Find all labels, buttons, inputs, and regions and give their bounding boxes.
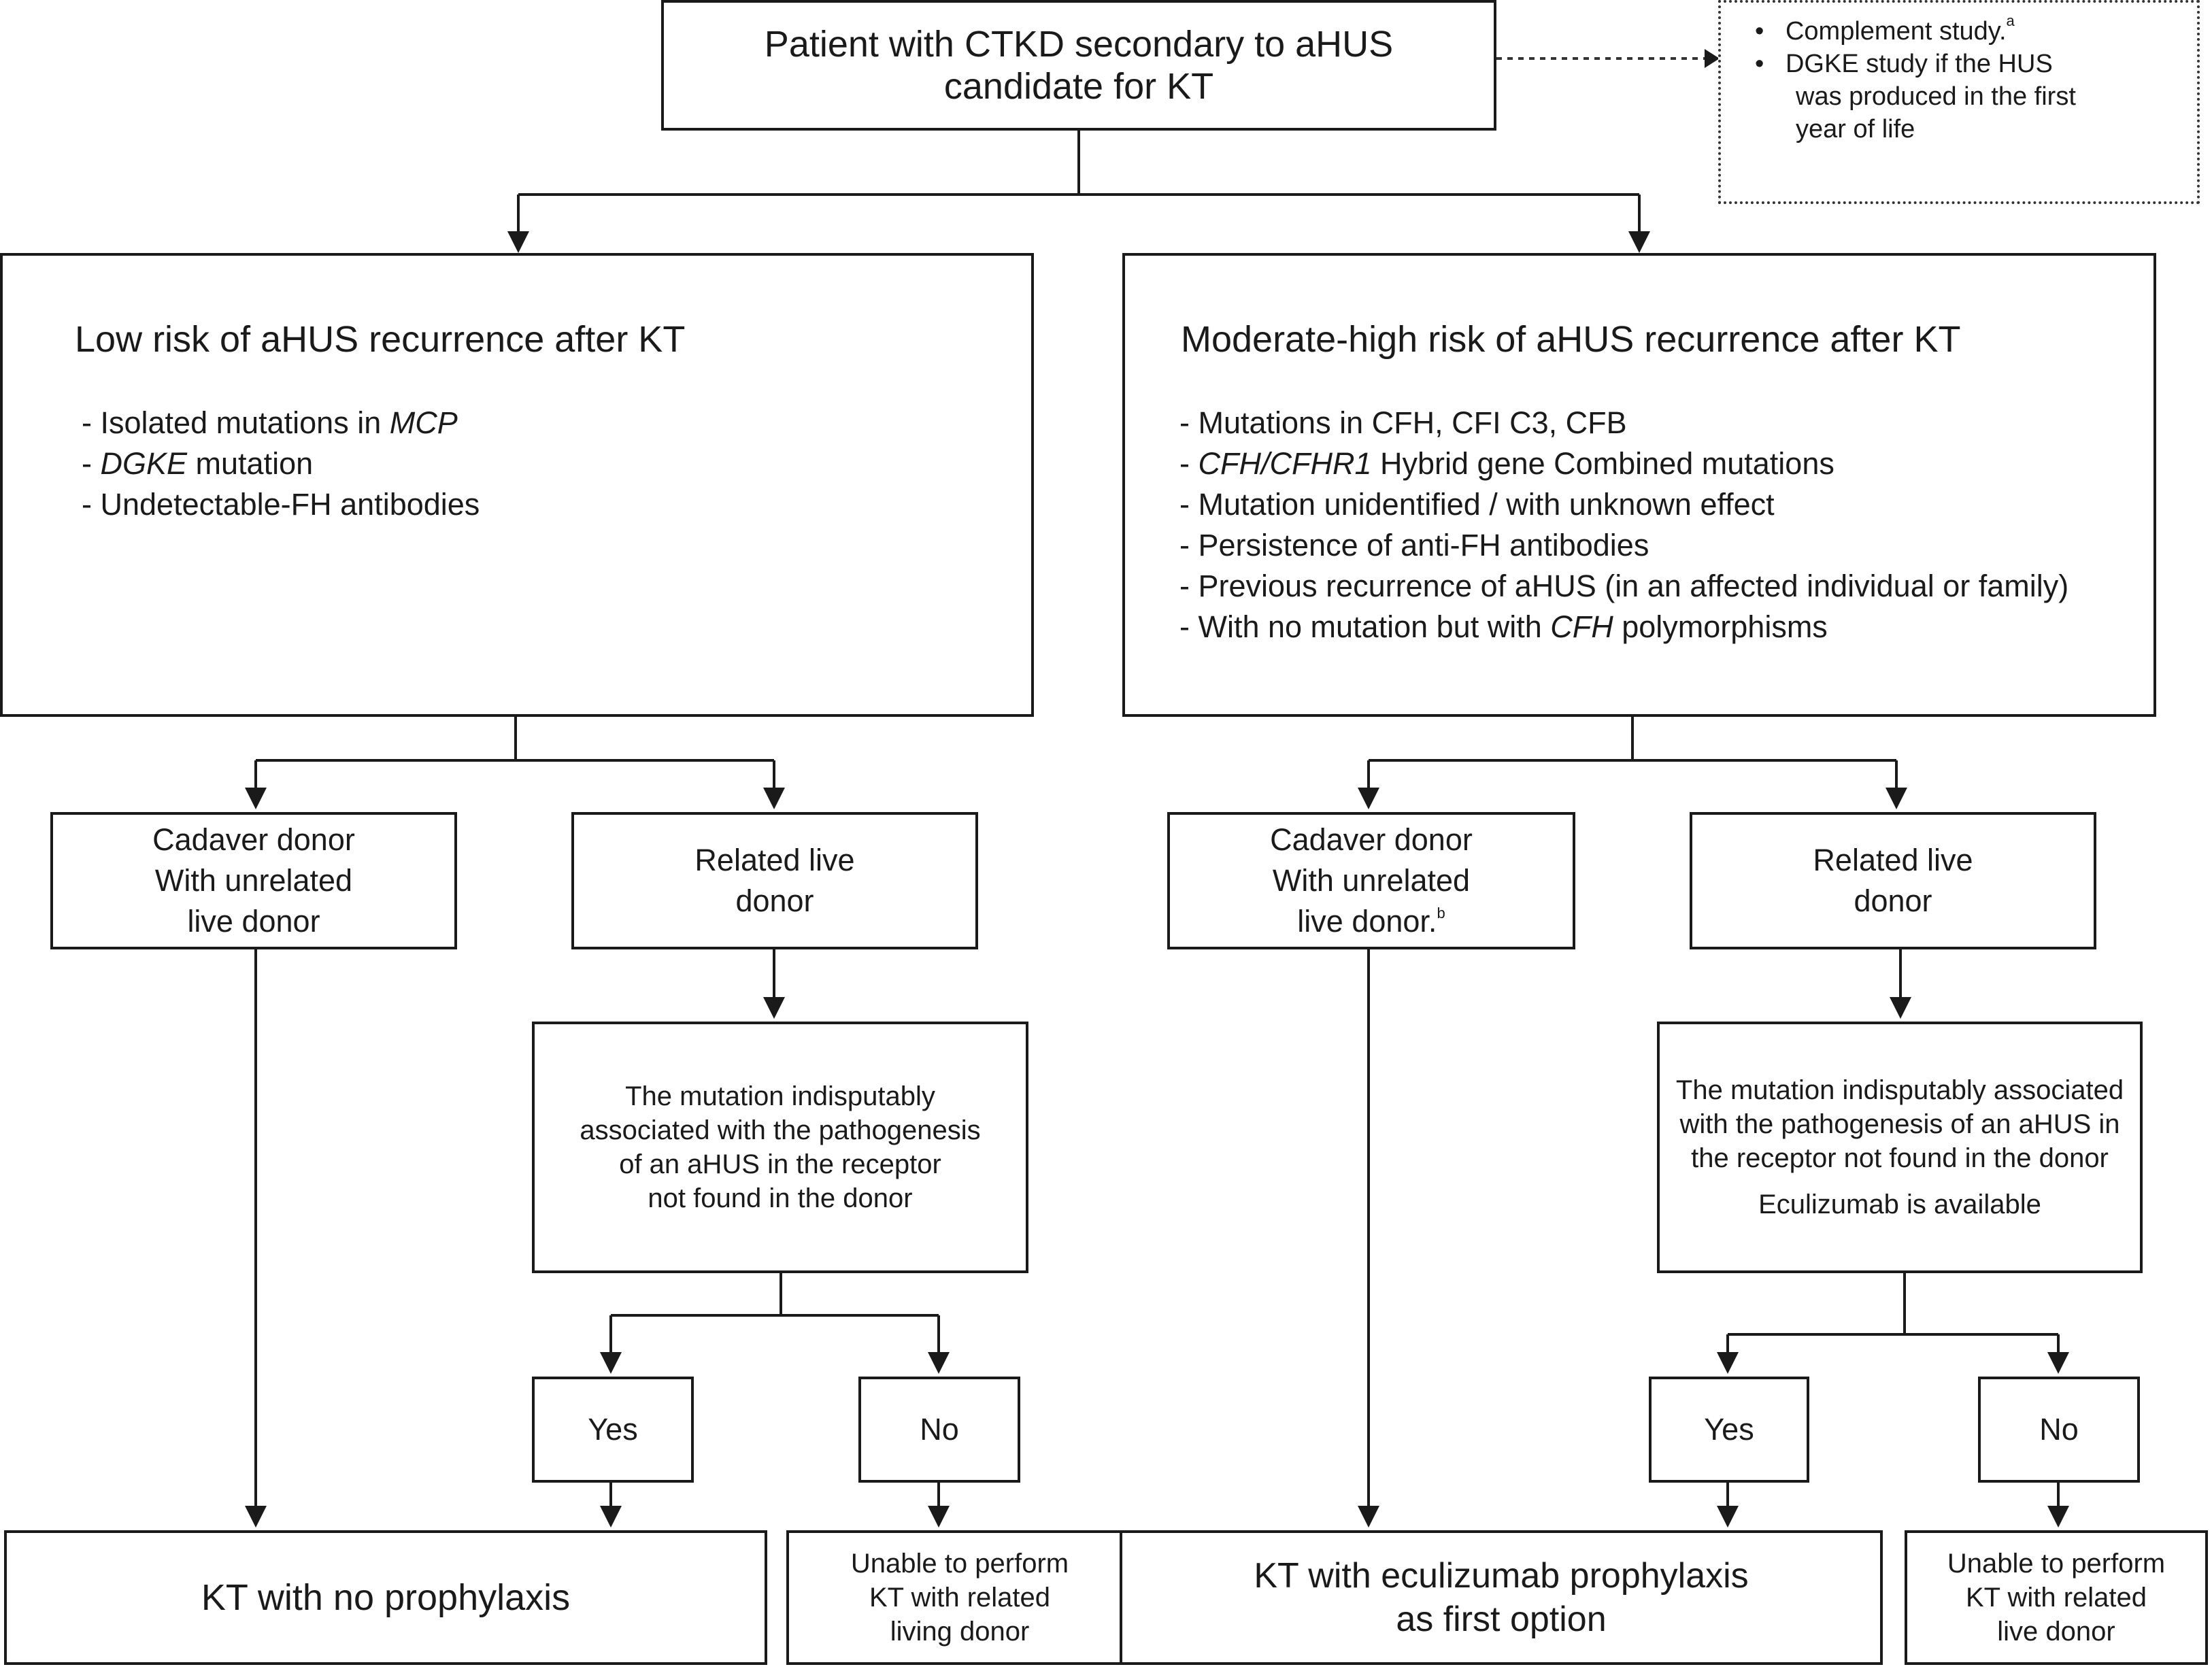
- right-unable-box: Unable to perform KT with related live d…: [1905, 1530, 2208, 1665]
- high-risk-list: - Mutations in CFH, CFI C3, CFB - CFH/CF…: [1179, 403, 2068, 647]
- left-question-line-1: The mutation indisputably: [625, 1081, 935, 1111]
- left-question-box: The mutation indisputably associated wit…: [532, 1022, 1028, 1273]
- right-yes-label: Yes: [1704, 1412, 1754, 1447]
- right-related-line-1: Related live: [1813, 843, 1973, 877]
- left-no-box: No: [858, 1377, 1020, 1483]
- left-no-label: No: [920, 1412, 959, 1447]
- left-yes-label: Yes: [588, 1412, 638, 1447]
- high-risk-box: Moderate-high risk of aHUS recurrence af…: [1122, 253, 2156, 717]
- low-risk-list: - Isolated mutations in MCP - DGKE mutat…: [82, 403, 480, 525]
- right-unable-line-2: KT with related: [1965, 1583, 2147, 1613]
- left-unable-line-1: Unable to perform: [850, 1549, 1069, 1579]
- right-question-box: The mutation indisputably associated wit…: [1657, 1022, 2143, 1273]
- right-no-label: No: [2039, 1412, 2079, 1447]
- high-risk-item-4: - Persistence of anti-FH antibodies: [1179, 528, 1649, 562]
- left-cadaver-line-1: Cadaver donor: [152, 822, 355, 857]
- left-related-line-1: Related live: [694, 843, 855, 877]
- right-outcome-line-1: KT with eculizumab prophylaxis: [1254, 1556, 1749, 1596]
- right-no-box: No: [1978, 1377, 2140, 1483]
- right-outcome-box: KT with eculizumab prophylaxis as first …: [1120, 1530, 1883, 1665]
- right-question-line-1: The mutation indisputably associated: [1675, 1075, 2124, 1105]
- right-cadaver-box: Cadaver donor With unrelated live donor.…: [1167, 812, 1575, 949]
- high-risk-item-3: - Mutation unidentified / with unknown e…: [1179, 487, 1775, 522]
- low-risk-box: Low risk of aHUS recurrence after KT - I…: [0, 253, 1034, 717]
- left-outcome-box: KT with no prophylaxis: [4, 1530, 767, 1665]
- right-related-box: Related live donor: [1690, 812, 2096, 949]
- side-note-box: • Complement study.a • DGKE study if the…: [1718, 0, 2200, 204]
- high-risk-title: Moderate-high risk of aHUS recurrence af…: [1181, 319, 1961, 360]
- right-yes-box: Yes: [1649, 1377, 1809, 1483]
- patient-line-1: Patient with CTKD secondary to aHUS: [764, 24, 1394, 65]
- left-related-line-2: donor: [735, 883, 814, 918]
- left-unable-line-3: living donor: [890, 1617, 1030, 1647]
- high-risk-item-1: - Mutations in CFH, CFI C3, CFB: [1179, 405, 1627, 440]
- left-question-line-2: associated with the pathogenesis: [580, 1115, 981, 1145]
- side-note-item-2: • DGKE study if the HUS: [1755, 50, 2053, 78]
- right-cadaver-line-2: With unrelated: [1272, 863, 1471, 898]
- left-cadaver-line-2: With unrelated: [154, 863, 353, 898]
- right-unable-line-3: live donor: [1997, 1617, 2115, 1647]
- left-unable-line-2: KT with related: [869, 1583, 1051, 1613]
- patient-box: Patient with CTKD secondary to aHUS cand…: [661, 0, 1496, 131]
- high-risk-item-2: - CFH/CFHR1 Hybrid gene Combined mutatio…: [1179, 446, 1834, 481]
- patient-line-2: candidate for KT: [943, 66, 1214, 107]
- low-risk-item-3: - Undetectable-FH antibodies: [82, 487, 480, 522]
- right-outcome-line-2: as first option: [1396, 1600, 1607, 1639]
- right-question-line-4: Eculizumab is available: [1758, 1190, 2041, 1219]
- side-note-item-2-cont: was produced in the first: [1796, 82, 2076, 111]
- right-related-line-2: donor: [1854, 883, 1932, 918]
- left-question-line-4: not found in the donor: [648, 1183, 913, 1213]
- left-cadaver-box: Cadaver donor With unrelated live donor: [50, 812, 457, 949]
- left-question-line-3: of an aHUS in the receptor: [619, 1149, 941, 1179]
- left-unable-box: Unable to perform KT with related living…: [786, 1530, 1133, 1665]
- left-outcome-label: KT with no prophylaxis: [201, 1577, 571, 1618]
- right-cadaver-line-1: Cadaver donor: [1270, 822, 1473, 857]
- right-question-line-2: with the pathogenesis of an aHUS in: [1679, 1109, 2120, 1139]
- right-unable-line-1: Unable to perform: [1947, 1549, 2166, 1579]
- right-question-line-3: the receptor not found in the donor: [1691, 1143, 2109, 1173]
- high-risk-item-5: - Previous recurrence of aHUS (in an aff…: [1179, 569, 2069, 603]
- right-cadaver-line-3: live donor.b: [1297, 904, 1445, 939]
- left-related-box: Related live donor: [571, 812, 978, 949]
- side-note-list: • Complement study.a • DGKE study if the…: [1755, 12, 2076, 146]
- high-risk-item-6: - With no mutation but with CFH polymorp…: [1179, 609, 1828, 644]
- side-note-item-2-cont2: year of life: [1796, 115, 1915, 144]
- low-risk-item-2: - DGKE mutation: [82, 446, 314, 481]
- left-cadaver-line-3: live donor: [187, 904, 320, 939]
- low-risk-title: Low risk of aHUS recurrence after KT: [75, 319, 686, 360]
- side-note-item-1: • Complement study.a: [1755, 12, 2015, 46]
- left-yes-box: Yes: [532, 1377, 694, 1483]
- low-risk-item-1: - Isolated mutations in MCP: [82, 405, 458, 440]
